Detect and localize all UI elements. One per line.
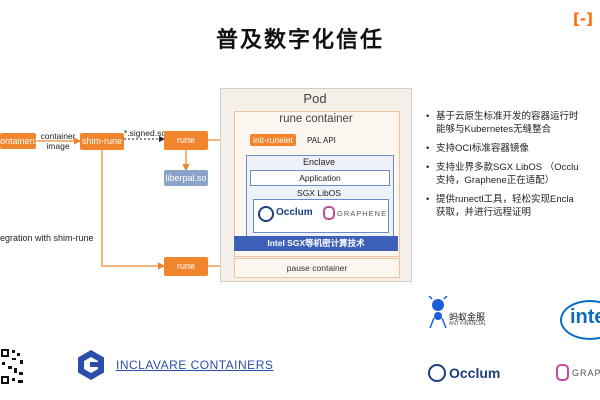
occlum-footer-label: Occlum — [449, 365, 501, 381]
ant-financial-en: ANT FINANCIAL — [449, 321, 487, 327]
inclavare-containers-link[interactable]: INCLAVARE CONTAINERS — [116, 358, 274, 372]
page-title: 普及数字化信任 — [215, 27, 384, 52]
ant-financial-logo-icon — [428, 296, 448, 329]
shim-rune-box: shim-rune — [80, 133, 124, 150]
application-box: Application — [250, 170, 390, 186]
sgx-libos-box — [253, 199, 389, 233]
occlum-label: Occlum — [276, 207, 313, 218]
intel-logo-text: inte — [570, 306, 600, 328]
ant-financial-cn: 蚂蚁金服 — [449, 312, 486, 322]
graphene-footer-label: GRAPH — [572, 368, 600, 378]
alibaba-cloud-logo-icon: [-] — [573, 10, 593, 28]
feature-item: 提供runectl工具，轻松实现Encla 获取，并进行远程证明 — [426, 193, 600, 219]
pal-api-label: PAL API — [307, 136, 336, 145]
qr-code-icon — [0, 348, 26, 386]
intel-logo-ring-icon — [560, 300, 600, 340]
containerd-box: ontainerd — [0, 133, 38, 149]
graphene-label: GRAPHENE — [337, 209, 388, 218]
feature-item: 支持业界多款SGX LibOS （Occlu 支持，Graphene正在适配） — [426, 161, 600, 187]
intel-sgx-bar: Intel SGX等机密计算技术 — [234, 236, 398, 251]
container-image-label: container image — [40, 131, 76, 151]
inclavare-logo-icon — [78, 350, 104, 380]
pod-title: Pod — [303, 91, 327, 106]
enclave-title: Enclave — [302, 157, 336, 167]
occlum-logo-icon — [428, 364, 446, 382]
integration-label: egration with shim-rune — [0, 233, 94, 243]
liberpal-box: liberpal.so — [164, 170, 208, 186]
feature-list: 基于云原生标准开发的容器运行时 能够与Kubernetes无缝整合 支持OCI标… — [426, 110, 600, 225]
graphene-logo-icon — [556, 364, 569, 381]
rune-box-top: rune — [164, 131, 208, 150]
pause-container-box: pause container — [234, 258, 400, 278]
sgx-libos-title: SGX LibOS — [297, 188, 341, 198]
feature-item: 支持OCI标准容器镜像 — [426, 142, 600, 155]
occlum-logo-icon — [258, 206, 274, 222]
graphene-logo-icon — [323, 206, 335, 220]
init-runelet-box: init-runelet — [250, 134, 296, 146]
rune-container-title: rune container — [279, 113, 353, 125]
signed-so-label: *.signed.so — [124, 128, 167, 138]
rune-box-bottom: rune — [164, 257, 208, 276]
feature-item: 基于云原生标准开发的容器运行时 能够与Kubernetes无缝整合 — [426, 110, 600, 136]
